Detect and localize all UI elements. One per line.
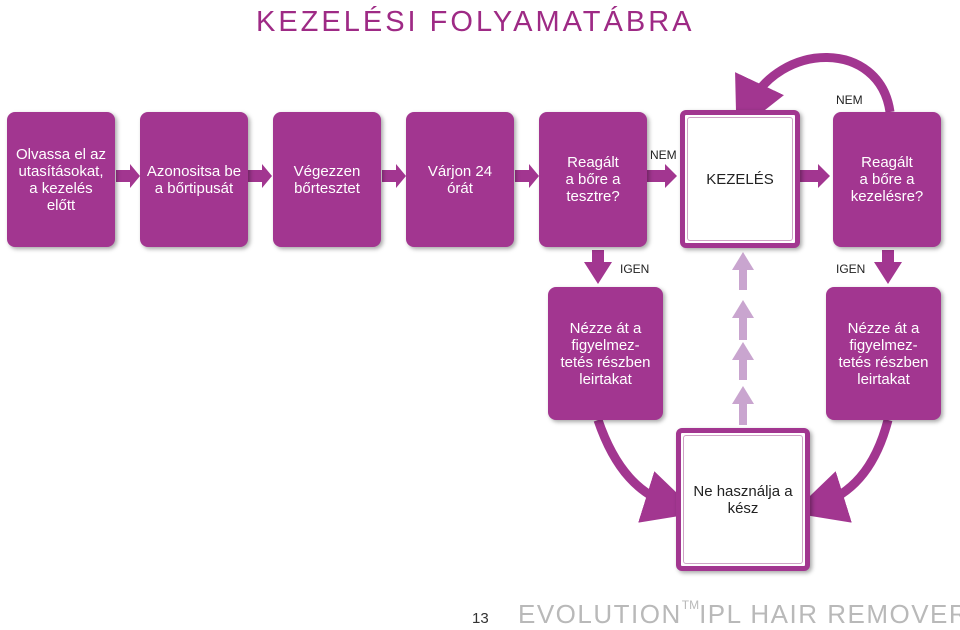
step-identify-skin-type: Azonositsa be a bőrtipusát xyxy=(140,112,248,247)
connector-arrows xyxy=(116,164,902,284)
product-name: IPL HAIR REMOVER xyxy=(699,599,960,629)
step-review-warnings-right: Nézze át a figyelmez- tetés részben leir… xyxy=(826,287,941,420)
step-label: Nézze át a figyelmez- tetés részben leir… xyxy=(838,319,929,388)
arrow-down-left xyxy=(584,250,612,284)
box-inner-border xyxy=(683,435,803,564)
arrow-treatment-to-reacted2 xyxy=(800,164,830,188)
step-label: Olvassa el az utasításokat, a kezelés el… xyxy=(15,145,107,214)
step-wait-24h: Várjon 24 órát xyxy=(406,112,514,247)
label-nem-loop: NEM xyxy=(836,93,863,107)
trademark: TM xyxy=(681,598,700,613)
arrow-wait-to-reacted xyxy=(515,164,539,188)
label-nem-test: NEM xyxy=(650,148,677,162)
arrow-read-to-skintype xyxy=(116,164,140,188)
step-label: Azonositsa be a bőrtipusát xyxy=(146,162,242,197)
label-igen-left: IGEN xyxy=(620,262,650,276)
brand-name: EVOLUTION xyxy=(518,599,682,629)
page-title: KEZELÉSI FOLYAMATÁBRA xyxy=(256,6,695,38)
arrow-skintest-to-wait xyxy=(382,164,406,188)
arrow-loop-nem xyxy=(735,53,895,133)
arrow-curve-left xyxy=(593,418,698,523)
step-treatment: KEZELÉS xyxy=(680,110,800,248)
step-label: Reagált a bőre a tesztre? xyxy=(565,154,621,205)
arrow-down-right xyxy=(874,250,902,284)
light-up-arrows xyxy=(732,252,754,425)
arrow-skintype-to-skintest xyxy=(248,164,272,188)
step-label: Ne használja a kész xyxy=(693,482,793,517)
step-label: KEZELÉS xyxy=(706,170,774,188)
arrow-reacted-to-treatment xyxy=(647,164,677,188)
label-igen-right: IGEN xyxy=(836,262,866,276)
step-label: Reagált a bőre a kezelésre? xyxy=(850,154,924,205)
step-do-not-use: Ne használja a kész xyxy=(676,428,810,571)
arrow-curve-right xyxy=(792,418,893,523)
page-number: 13 xyxy=(472,610,489,627)
step-read-instructions: Olvassa el az utasításokat, a kezelés el… xyxy=(7,112,115,247)
decision-reacted-to-treatment: Reagált a bőre a kezelésre? xyxy=(833,112,941,247)
step-label: Nézze át a figyelmez- tetés részben leir… xyxy=(560,319,651,388)
footer-brand: EVOLUTIONTMIPL HAIR REMOVER xyxy=(518,598,960,630)
step-review-warnings-left: Nézze át a figyelmez- tetés részben leir… xyxy=(548,287,663,420)
step-label: Várjon 24 órát xyxy=(427,162,493,197)
step-label: Végezzen bőrtesztet xyxy=(293,162,361,197)
box-inner-border xyxy=(687,117,793,241)
decision-reacted-to-test: Reagált a bőre a tesztre? xyxy=(539,112,647,247)
step-skin-test: Végezzen bőrtesztet xyxy=(273,112,381,247)
